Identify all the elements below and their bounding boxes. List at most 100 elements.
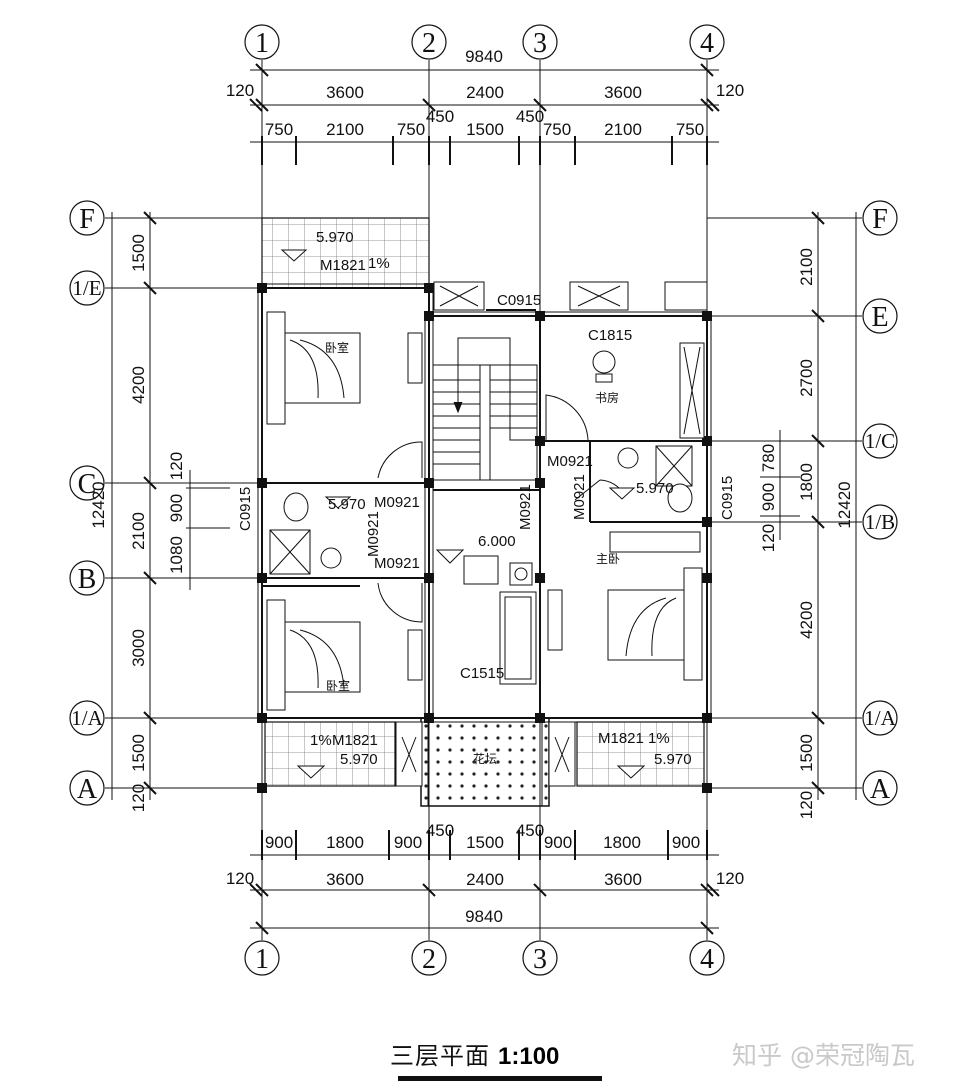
dim-text: 3600	[604, 870, 642, 889]
level-label: 5.970	[328, 496, 366, 513]
slope-label: 1%	[648, 730, 670, 747]
axis-label: A	[870, 774, 891, 805]
axis-label: 1/A	[71, 706, 103, 730]
side-dimension-text: 1500 4200 2100 3000 1500 120 12420 120 9…	[89, 234, 854, 819]
dim-text: 2400	[466, 870, 504, 889]
dim-total-bottom: 9840	[465, 907, 503, 926]
axis-label: 1/B	[865, 510, 895, 534]
dim-text: 120	[129, 784, 148, 812]
dim-text: 3000	[129, 629, 148, 667]
dim-text: 750	[265, 120, 293, 139]
dim-text: 2100	[797, 248, 816, 286]
window-label: C0915	[719, 476, 736, 520]
dim-text: 1500	[797, 734, 816, 772]
axis-label: 1	[255, 944, 269, 975]
doors	[377, 394, 625, 623]
axis-label: B	[78, 564, 97, 595]
level-label: 6.000	[478, 533, 516, 550]
axis-label: E	[871, 302, 888, 333]
level-label: 5.970	[316, 229, 354, 246]
level-label: 5.970	[340, 751, 378, 768]
dim-text: 900	[167, 494, 186, 522]
dim-text: 120	[226, 81, 254, 100]
window-label: C0915	[237, 487, 254, 531]
dim-text: 4200	[129, 366, 148, 404]
dim-total-right: 12420	[835, 481, 854, 528]
dim-text: 4200	[797, 601, 816, 639]
door-label: M0921	[374, 494, 420, 511]
bottom-dimension-lines	[249, 830, 720, 935]
axis-label: C	[78, 469, 97, 500]
dim-total-left: 12420	[89, 481, 108, 528]
dim-text: 1800	[326, 833, 364, 852]
dim-text: 450	[516, 821, 544, 840]
dim-text: 750	[397, 120, 425, 139]
balconies	[261, 217, 705, 807]
side-dimension-lines	[111, 211, 857, 800]
dim-text: 120	[226, 869, 254, 888]
title-text: 三层平面	[390, 1042, 490, 1070]
bottom-dimension-text: 900 1800 900 450 1500 450 900 1800 900 1…	[226, 821, 744, 926]
dim-text: 450	[426, 821, 454, 840]
dim-text: 900	[265, 833, 293, 852]
dim-text: 2400	[466, 83, 504, 102]
dim-text: 450	[426, 107, 454, 126]
dim-text: 120	[797, 791, 816, 819]
dim-text: 900	[672, 833, 700, 852]
title-underline	[398, 1076, 602, 1081]
door-label: M1821	[332, 732, 378, 749]
dim-text: 1080	[167, 536, 186, 574]
dim-text: 1500	[466, 833, 504, 852]
axis-label: F	[872, 204, 888, 235]
grid-bubble-labels: 1 2 3 4 1 2 3 4 F 1/E C B 1/A A F E 1/C …	[71, 28, 896, 975]
slope-label: 1%	[310, 732, 332, 749]
axis-label: 3	[533, 28, 547, 59]
door-label: M0921	[374, 555, 420, 572]
dim-text: 3600	[604, 83, 642, 102]
dim-text: 2100	[604, 120, 642, 139]
dim-text: 2100	[129, 512, 148, 550]
axis-label: 3	[533, 944, 547, 975]
room-label: 书房	[595, 390, 619, 405]
room-label: 主卧	[596, 552, 620, 566]
dim-text: 1800	[797, 463, 816, 501]
axis-label: A	[77, 774, 98, 805]
window-label: C0915	[497, 292, 541, 309]
door-label: M0921	[547, 453, 593, 470]
axis-label: 1/C	[865, 429, 895, 453]
dim-text: 3600	[326, 83, 364, 102]
door-label: M1821	[320, 257, 366, 274]
windows	[430, 281, 708, 317]
grid-bubbles	[69, 24, 898, 976]
axis-lines	[105, 60, 862, 940]
dim-text: 780	[759, 444, 778, 472]
dim-text: 1800	[603, 833, 641, 852]
dim-total-top: 9840	[465, 47, 503, 66]
dim-text: 900	[394, 833, 422, 852]
dim-text: 450	[516, 107, 544, 126]
level-markers	[280, 249, 646, 779]
level-label: 5.970	[654, 751, 692, 768]
dim-text: 120	[167, 452, 186, 480]
furniture	[269, 342, 705, 685]
dim-text: 1500	[466, 120, 504, 139]
window-label: C1815	[588, 327, 632, 344]
staircase	[432, 337, 538, 481]
axis-label: 2	[422, 944, 436, 975]
dim-text: 1500	[129, 734, 148, 772]
dim-text: 750	[676, 120, 704, 139]
dim-text: 1500	[129, 234, 148, 272]
door-label: M0921	[365, 511, 382, 557]
dim-text: 900	[759, 483, 778, 511]
dim-text: 120	[759, 524, 778, 552]
dim-text: 3600	[326, 870, 364, 889]
dim-text: 900	[544, 833, 572, 852]
door-label: M0921	[571, 474, 588, 520]
window-label: C1515	[460, 665, 504, 682]
axis-label: 1/E	[72, 276, 101, 300]
dim-text: 120	[716, 81, 744, 100]
dim-text: 2700	[797, 359, 816, 397]
dim-text: 120	[716, 869, 744, 888]
